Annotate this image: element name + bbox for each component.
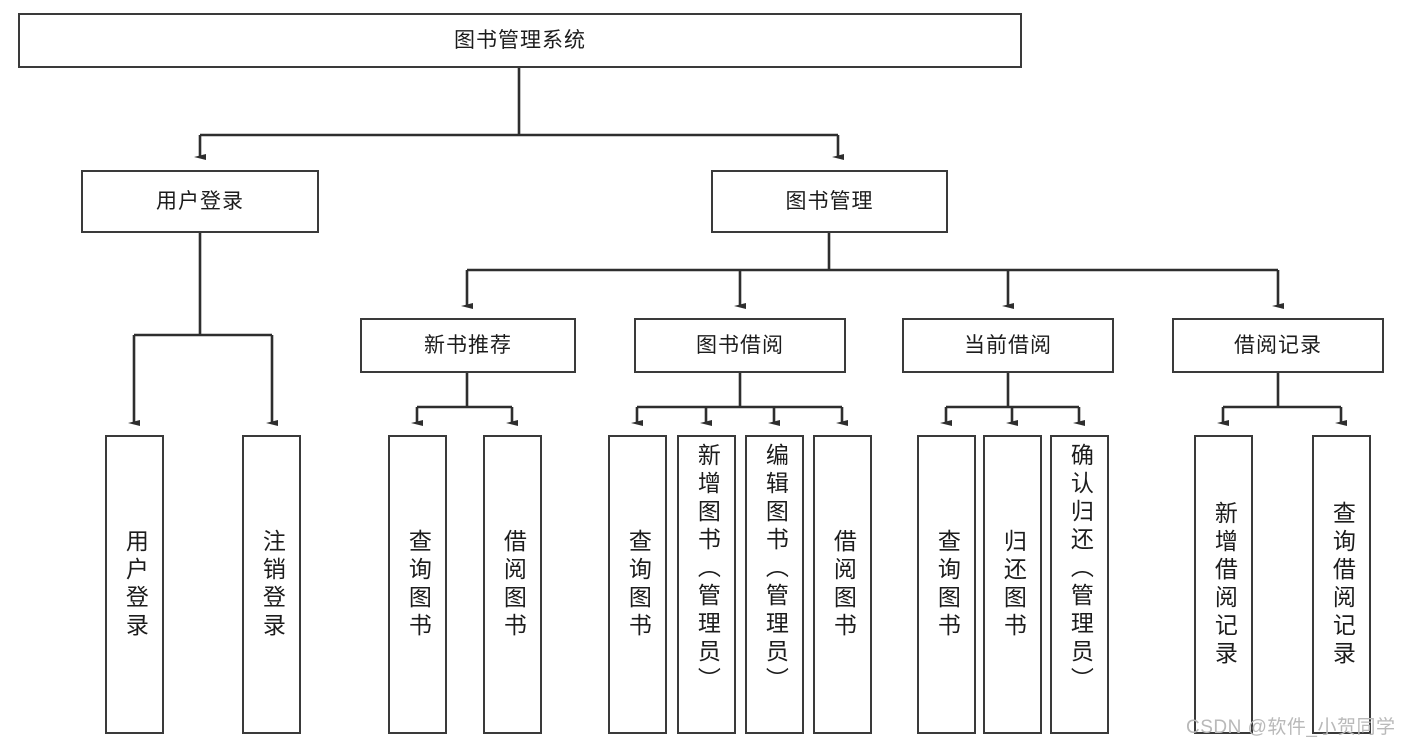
node-current-borrow-label: 当前借阅 xyxy=(964,334,1052,357)
node-new-book-recommend-label: 新书推荐 xyxy=(424,334,512,357)
leaf-query-book-current[interactable]: 查询图书 xyxy=(917,435,976,734)
node-root-system-label: 图书管理系统 xyxy=(454,29,586,52)
leaf-logout[interactable]: 注销登录 xyxy=(242,435,301,734)
leaf-query-book-borrow[interactable]: 查询图书 xyxy=(608,435,667,734)
leaf-query-book-recommend-label: 查询图书 xyxy=(405,528,432,641)
leaf-add-book-label: 新增图书（管理员） xyxy=(694,443,721,695)
leaf-borrow-book-recommend[interactable]: 借阅图书 xyxy=(483,435,542,734)
leaf-confirm-return[interactable]: 确认归还（管理员） xyxy=(1050,435,1109,734)
leaf-query-borrow-record[interactable]: 查询借阅记录 xyxy=(1312,435,1371,734)
node-borrow-record-label: 借阅记录 xyxy=(1234,334,1322,357)
node-new-book-recommend[interactable]: 新书推荐 xyxy=(360,318,576,373)
leaf-query-book-recommend[interactable]: 查询图书 xyxy=(388,435,447,734)
leaf-return-book[interactable]: 归还图书 xyxy=(983,435,1042,734)
leaf-borrow-book[interactable]: 借阅图书 xyxy=(813,435,872,734)
node-user-login-label: 用户登录 xyxy=(156,190,244,213)
leaf-logout-label: 注销登录 xyxy=(259,528,286,641)
leaf-user-login-label: 用户登录 xyxy=(122,528,149,641)
node-book-borrow-label: 图书借阅 xyxy=(696,334,784,357)
leaf-add-borrow-record[interactable]: 新增借阅记录 xyxy=(1194,435,1253,734)
node-borrow-record[interactable]: 借阅记录 xyxy=(1172,318,1384,373)
leaf-edit-book[interactable]: 编辑图书（管理员） xyxy=(745,435,804,734)
leaf-confirm-return-label: 确认归还（管理员） xyxy=(1067,443,1094,695)
node-book-management[interactable]: 图书管理 xyxy=(711,170,948,233)
leaf-add-book[interactable]: 新增图书（管理员） xyxy=(677,435,736,734)
node-user-login[interactable]: 用户登录 xyxy=(81,170,319,233)
watermark-text: CSDN @软件_小贺同学 xyxy=(1186,717,1396,738)
leaf-return-book-label: 归还图书 xyxy=(1000,528,1027,641)
leaf-query-borrow-record-label: 查询借阅记录 xyxy=(1329,500,1356,669)
leaf-borrow-book-label: 借阅图书 xyxy=(830,528,857,641)
leaf-user-login[interactable]: 用户登录 xyxy=(105,435,164,734)
node-book-management-label: 图书管理 xyxy=(785,190,874,213)
leaf-add-borrow-record-label: 新增借阅记录 xyxy=(1211,500,1238,669)
node-current-borrow[interactable]: 当前借阅 xyxy=(902,318,1114,373)
leaf-edit-book-label: 编辑图书（管理员） xyxy=(762,443,789,695)
node-book-borrow[interactable]: 图书借阅 xyxy=(634,318,846,373)
leaf-query-book-borrow-label: 查询图书 xyxy=(625,528,652,641)
leaf-borrow-book-recommend-label: 借阅图书 xyxy=(500,528,527,641)
leaf-query-book-current-label: 查询图书 xyxy=(934,528,961,641)
node-root-system[interactable]: 图书管理系统 xyxy=(18,13,1022,68)
